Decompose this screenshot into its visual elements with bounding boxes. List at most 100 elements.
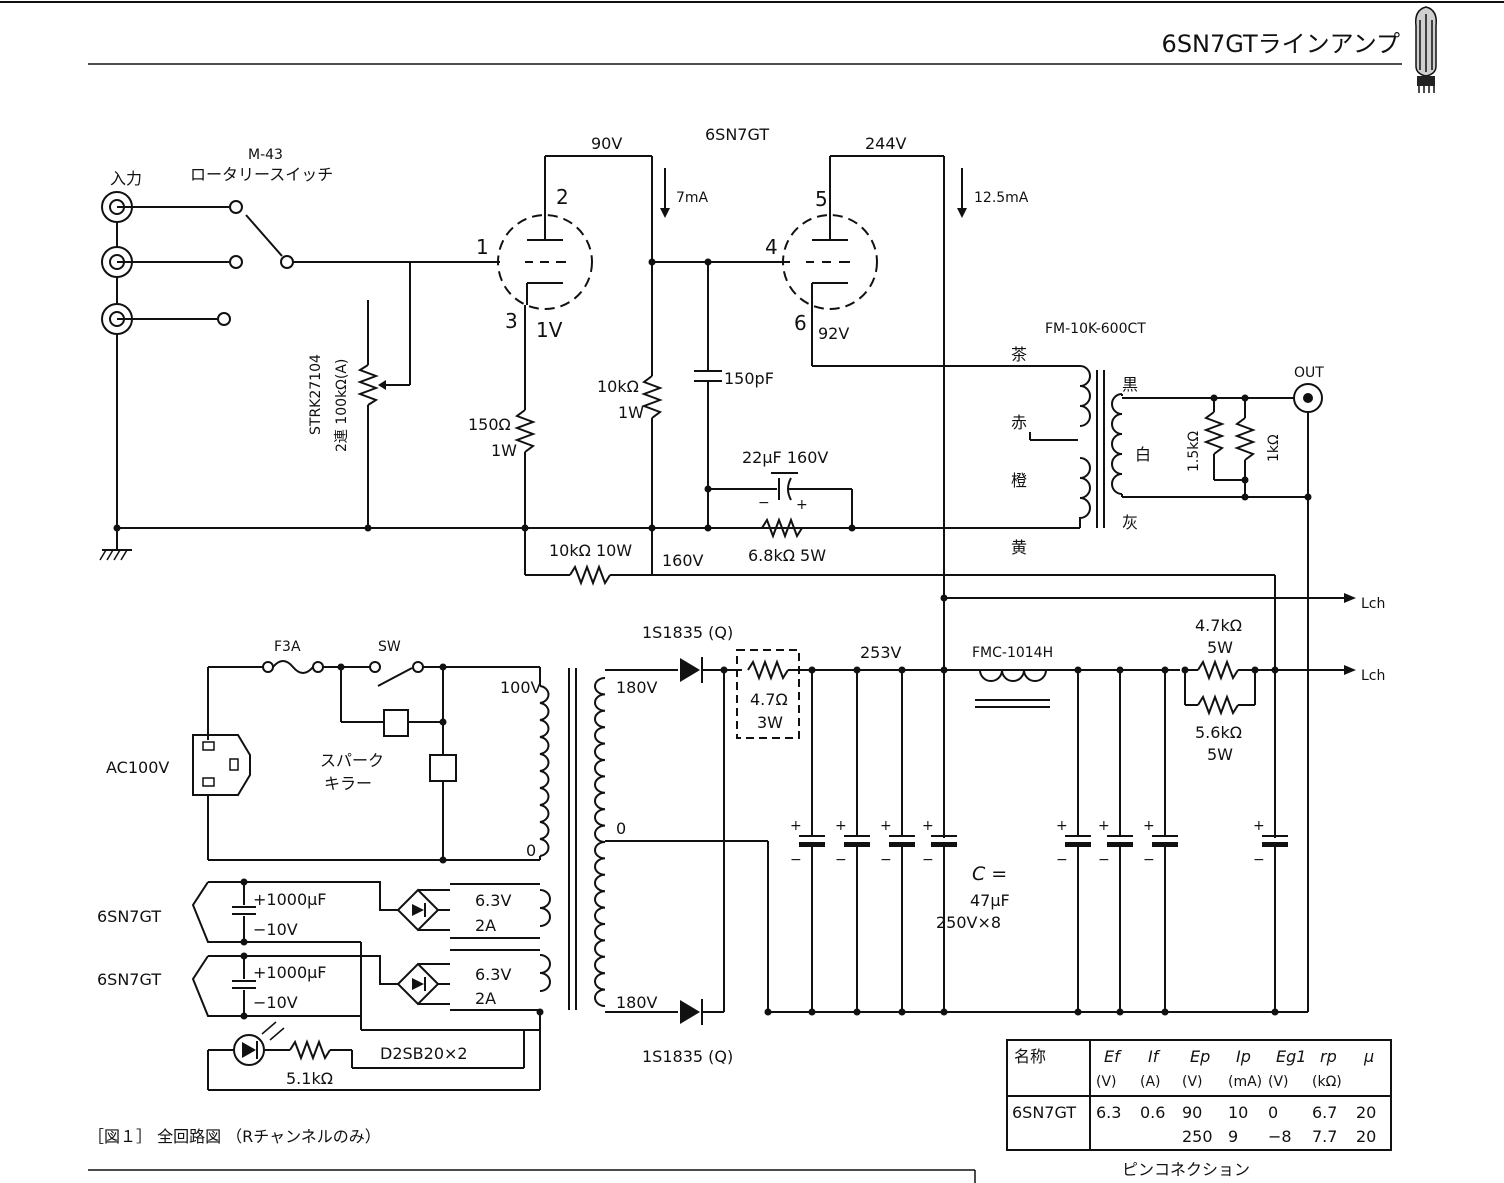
cap-plus: + [796,497,808,513]
diode-bottom-label: 1S1835 (Q) [642,1047,733,1066]
switch-model: M-43 [248,147,283,163]
resistor-r-led [289,1039,331,1061]
pin-2: 2 [556,185,569,209]
spec-cell: 250 [1182,1127,1213,1146]
resistor-r-out2 [1234,417,1256,461]
heater-cap-1: +1000μF [253,890,327,909]
spark-killer-1 [383,709,409,737]
volume-pot [357,364,379,406]
wire-white: 白 [1135,445,1151,464]
electrolytic-capacitor: +− [1143,818,1178,1016]
c-rate: 250V×8 [936,913,1001,932]
pin-4: 4 [765,235,778,259]
cap-plus-sign: + [922,818,934,834]
r-b1-value: 4.7kΩ [1195,616,1242,635]
spec-unit: (kΩ) [1312,1074,1342,1090]
bridge-label: D2SB20×2 [380,1044,468,1063]
r-out2-value: 1kΩ [1266,434,1282,462]
resistor-r-out1 [1203,411,1225,455]
cap-minus-sign: − [790,852,802,868]
spec-cell: 7.7 [1312,1127,1337,1146]
figure-caption: ［図１］ 全回路図 （Rチャンネルのみ） [88,1127,381,1146]
ac-label: AC100V [106,758,169,777]
cap-minus-sign: − [1098,852,1110,868]
r-bias-value: 6.8kΩ 5W [748,546,826,565]
cap-plus-sign: + [835,818,847,834]
switch-name: ロータリースイッチ [190,165,333,184]
rk1-watt: 1W [491,441,517,460]
wire-orange: 橙 [1011,471,1027,490]
lch-2: Lch [1361,668,1385,684]
electrolytic-capacitor: +− [790,818,825,1016]
spec-cell: 20 [1356,1103,1376,1122]
pin-3: 3 [505,309,518,333]
wire-brown: 茶 [1011,345,1027,364]
wire-gray: 灰 [1122,513,1138,532]
cathode1-voltage: 1V [536,318,563,342]
spec-cell: 9 [1228,1127,1238,1146]
surge-resistor-box [736,649,800,739]
spec-header: μ [1363,1047,1374,1066]
cap-plus-sign: + [1056,818,1068,834]
heater-cap-2: +1000μF [253,963,327,982]
heater-label-1: 6SN7GT [97,907,161,926]
cap-minus-sign: − [1056,852,1068,868]
tube-spec-table [1006,1039,1392,1151]
choke-label: FMC-1014H [972,645,1053,661]
diode-top [680,657,703,683]
heater-ha-2: 2A [475,989,496,1008]
r-out1-value: 1.5kΩ [1186,431,1202,472]
spec-unit: (V) [1096,1074,1117,1090]
pt-180v-top: 180V [616,678,658,697]
power-transformer [539,667,606,1010]
tube-logo-icon [1414,6,1438,93]
filter-capacitor-bank [811,670,1166,836]
resistor-r-bias [761,517,803,539]
r-b1-watt: 5W [1207,638,1233,657]
output-transformer [1079,365,1123,528]
spec-cell: 6.7 [1312,1103,1337,1122]
r-b2-watt: 5W [1207,745,1233,764]
heater-ha-1: 2A [475,916,496,935]
cap-minus-sign: − [835,852,847,868]
cap-plus-sign: + [880,818,892,834]
c-bypass-value: 22μF 160V [742,448,828,467]
c-couple-value: 150pF [724,369,774,388]
cap-minus: − [758,495,770,511]
input-label: 入力 [110,169,142,188]
out-label: OUT [1294,365,1324,381]
power-switch [377,667,413,687]
spark-killer-2 [429,754,457,782]
cap-minus-sign: − [1253,852,1265,868]
r-b2-value: 5.6kΩ [1195,723,1242,742]
diode-top-label: 1S1835 (Q) [642,623,733,642]
pin-5: 5 [815,187,828,211]
spec-cell: 10 [1228,1103,1248,1122]
spec-unit: (V) [1268,1074,1289,1090]
header-title: 6SN7GTラインアンプ [1162,30,1400,58]
rload-value: 10kΩ [597,377,639,396]
rload-watt: 1W [618,403,644,422]
diode-bottom [680,999,703,1025]
electrolytic-capacitors: +−+−+−+−+−+−+−+− [790,818,1288,1016]
sw-label: SW [378,639,401,655]
pt-0-center: 0 [616,819,626,838]
heater-v-1: −10V [253,920,298,939]
spec-header: Ep [1190,1047,1210,1066]
cap-minus-sign: − [880,852,892,868]
pot-model: STRK27104 [308,354,324,435]
heater-v-2: −10V [253,993,298,1012]
heater-supply-1 [191,878,540,946]
pin-1: 1 [476,235,489,259]
spec-cell: 20 [1356,1127,1376,1146]
pot-value: 2連 100kΩ(A) [334,359,350,452]
ground-icon [99,549,132,561]
output-jack [1293,383,1323,413]
ac-inlet [192,734,251,796]
pilot-led-icon [233,1021,285,1066]
electrolytic-capacitor: +− [1253,818,1288,1016]
plate1-current: 7mA [676,190,709,206]
capacitor-22uf [771,472,798,501]
cap-minus-sign: − [922,852,934,868]
